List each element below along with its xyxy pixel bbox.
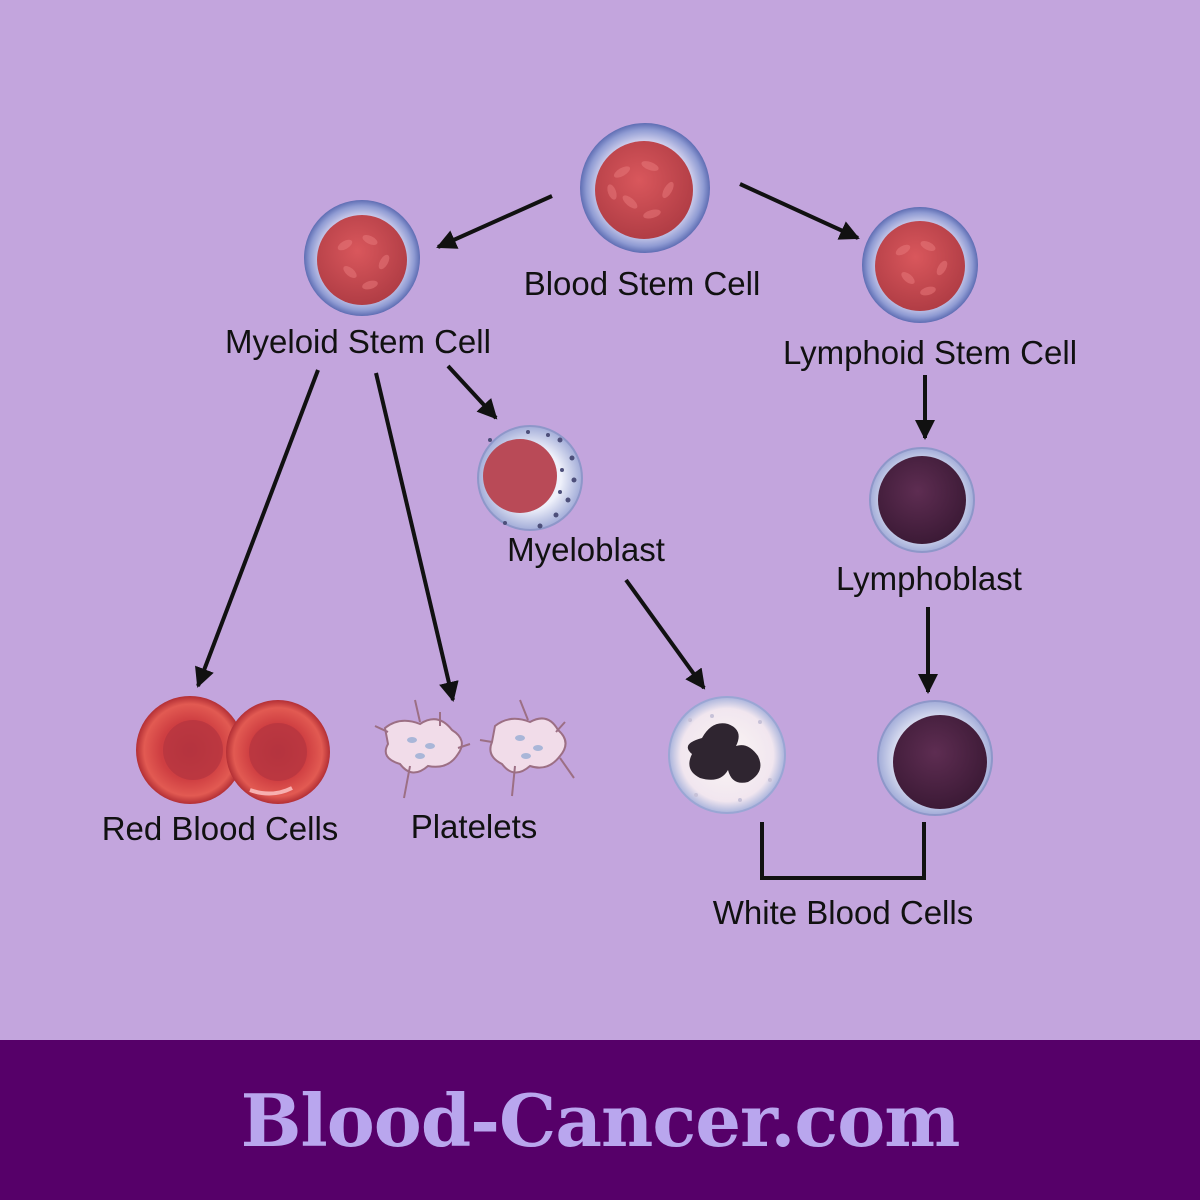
myeloid-stem-cell-label: Myeloid Stem Cell	[225, 323, 491, 360]
platelets-label: Platelets	[411, 808, 538, 845]
footer-bar: Blood-Cancer.com	[0, 1040, 1200, 1200]
white-blood-cells-label: White Blood Cells	[713, 894, 973, 931]
arrow-myeloid-to-platelets	[374, 372, 459, 702]
arrow-stem-to-lymphoid	[739, 182, 860, 240]
arrow-myeloid-to-red-blood-cells	[195, 369, 320, 688]
brand-wordmark: Blood-Cancer.com	[240, 1077, 961, 1163]
myeloblast-image	[477, 425, 583, 531]
lymphocyte-image	[877, 700, 993, 816]
white-blood-cells-bracket	[760, 822, 926, 880]
lymphoblast-image	[869, 447, 975, 553]
blood-stem-cell-label: Blood Stem Cell	[524, 265, 761, 302]
platelets-image	[374, 699, 575, 799]
red-blood-cells-label: Red Blood Cells	[102, 810, 339, 847]
arrow-stem-to-myeloid	[436, 194, 553, 249]
lymphoid-stem-cell-image	[862, 207, 978, 323]
myeloblast-label: Myeloblast	[507, 531, 665, 568]
blood-stem-cell-image	[580, 123, 710, 253]
lymphoid-stem-cell-label: Lymphoid Stem Cell	[783, 334, 1077, 371]
red-blood-cells-image	[136, 696, 330, 804]
hematopoiesis-diagram: Blood Stem Cell Myeloid Stem Cell Lympho…	[102, 123, 1077, 931]
myeloid-stem-cell-image	[304, 200, 420, 316]
lymphoblast-label: Lymphoblast	[836, 560, 1022, 597]
arrow-myeloid-to-myeloblast	[446, 364, 498, 420]
neutrophil-image	[668, 696, 786, 814]
arrow-myeloblast-to-neutrophil	[624, 578, 706, 690]
